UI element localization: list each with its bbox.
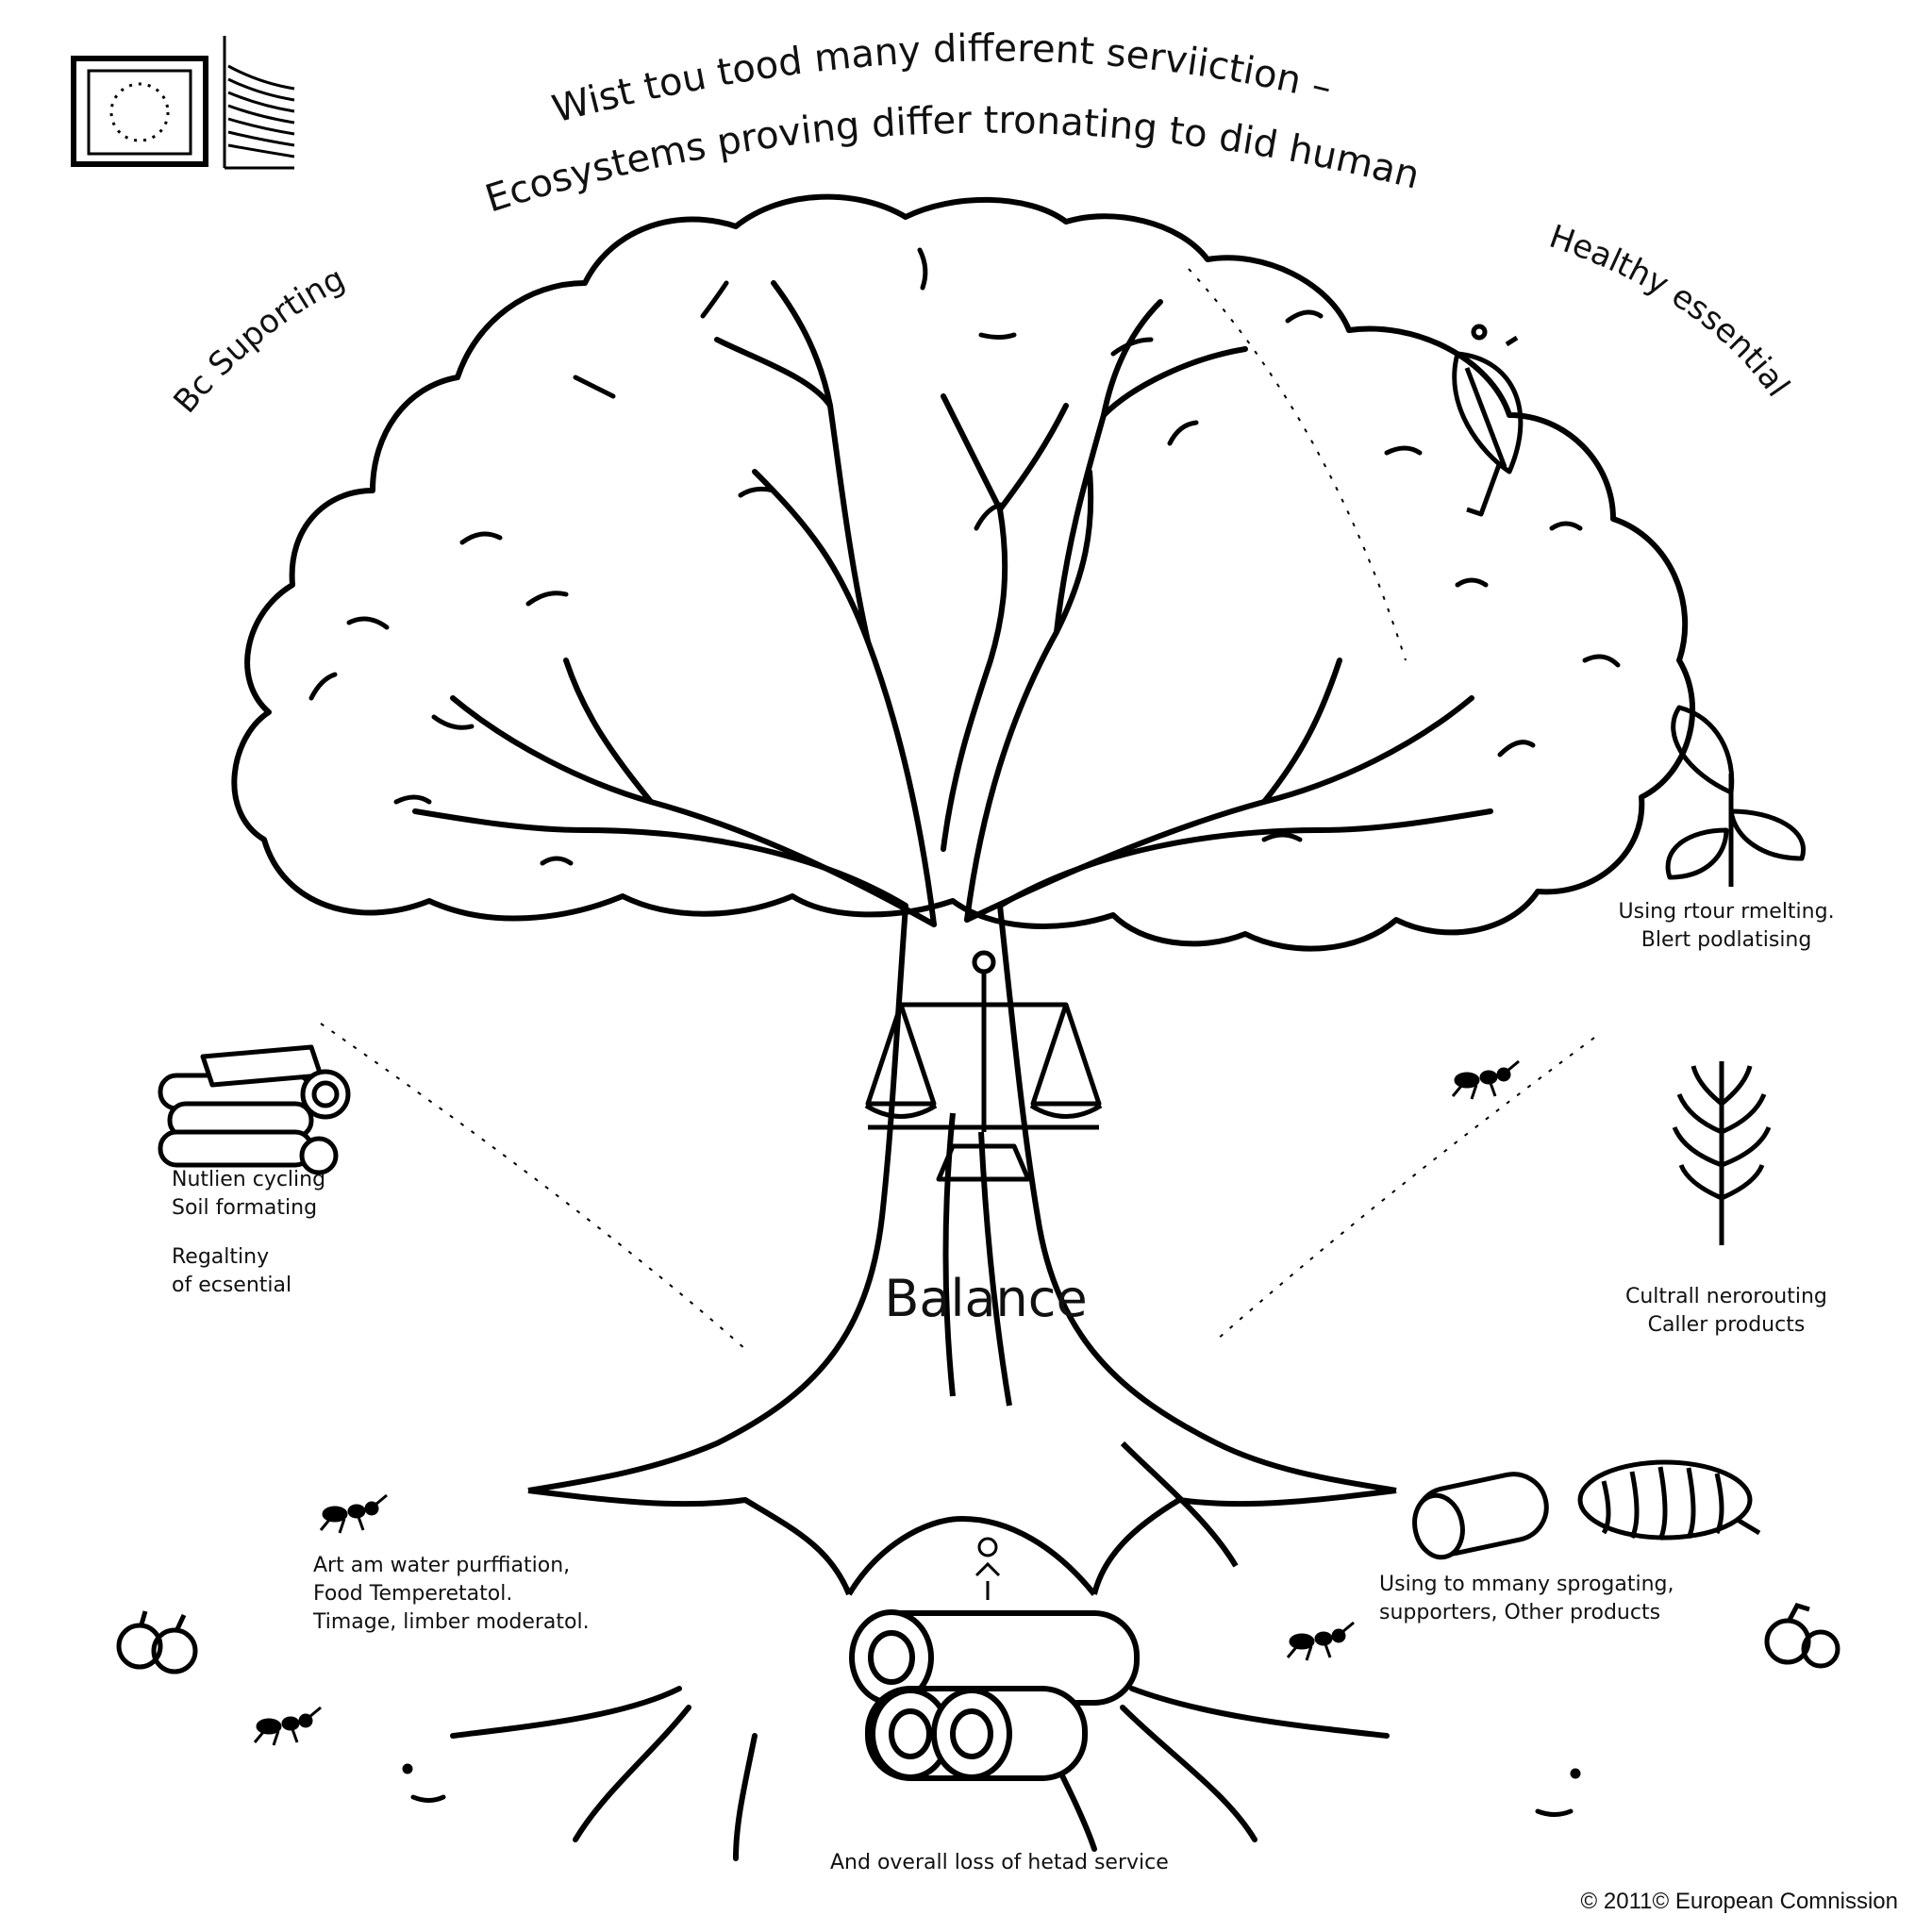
caption-right-mid: Cultrall nerorouting Caller products <box>1625 1283 1827 1340</box>
firewood-icon <box>158 1044 351 1175</box>
caption-line: Blert podlatising <box>1641 928 1812 952</box>
fern-icon <box>1672 1061 1772 1245</box>
tree-canopy <box>231 193 1695 952</box>
title-line-2: Ecosystems proving differ tronating to d… <box>0 0 1424 221</box>
canopy-leaf-marks <box>308 247 1621 866</box>
caption-line: Soil formating <box>172 1196 318 1220</box>
caption-line: Timage, limber moderatol. <box>313 1610 590 1634</box>
caption-line: Regaltiny <box>172 1245 270 1269</box>
plant-sprout-icon <box>1665 705 1806 887</box>
ant-icon <box>1286 1621 1355 1661</box>
scales-icon <box>864 950 1103 1182</box>
caption-bottom-center: And overall loss of hetad service <box>830 1851 1169 1874</box>
caption-left-mid-2: Regaltiny of ecsential <box>172 1243 291 1300</box>
leaf-icon <box>1452 324 1524 517</box>
commission-logo-icon <box>223 36 295 170</box>
caption-line: supporters, Other products <box>1379 1601 1661 1624</box>
caption-line: Art am water purffiation, <box>313 1554 571 1577</box>
tree-branches <box>412 280 1493 927</box>
ant-icon <box>253 1706 322 1746</box>
copyright-footer: © 2011© European Comnission <box>1580 1889 1898 1914</box>
caption-line: Cultrall nerorouting <box>1625 1285 1827 1308</box>
caption-line: Caller products <box>1647 1313 1806 1337</box>
apple-icon <box>1764 1603 1840 1669</box>
apple-icon <box>116 1610 198 1674</box>
caption-left-bottom: Art am water purffiation, Food Tempereta… <box>313 1552 590 1637</box>
guide-lines <box>320 268 1595 1350</box>
ant-icon <box>319 1493 388 1534</box>
caption-left-mid: Nutlien cycling Soil formating <box>172 1166 325 1223</box>
log-pile-icon <box>849 1609 1140 1781</box>
caption-right-bottom: Using to mmany sprogating, supporters, O… <box>1379 1571 1674 1627</box>
caption-line: Food Temperetatol. <box>313 1582 513 1606</box>
caption-line: of ecsential <box>172 1274 292 1297</box>
caption-right-top: Using rtour rmelting. Blert podlatising <box>1619 898 1835 955</box>
ground-marks <box>402 1763 1581 1817</box>
eu-flag-icon <box>71 56 208 167</box>
caption-line: Nutlien cycling <box>172 1168 326 1191</box>
log-icon <box>1412 1472 1549 1560</box>
tree-trunk <box>527 905 1397 1596</box>
small-figure-icon <box>974 1537 1001 1600</box>
balance-label: Balance <box>884 1269 1087 1328</box>
wool-roll-icon <box>1577 1459 1761 1541</box>
supporting-arc-label: Bc Suporting <box>166 259 351 420</box>
ant-icon <box>1451 1059 1520 1100</box>
healthy-arc-label: Healthy essential <box>1544 218 1796 404</box>
caption-line: Using rtour rmelting. <box>1618 900 1835 924</box>
caption-line: Using to mmany sprogating, <box>1379 1573 1674 1596</box>
